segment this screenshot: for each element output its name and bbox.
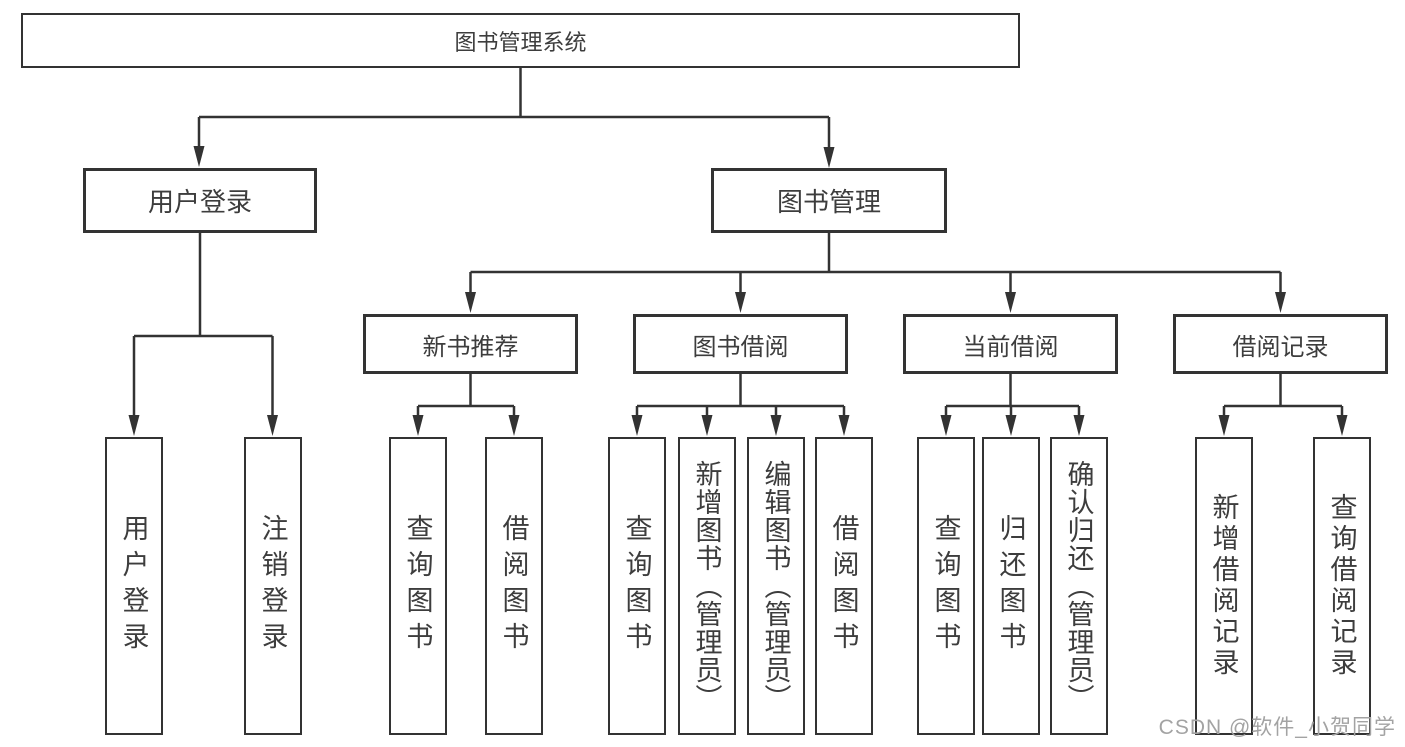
arrowhead xyxy=(1218,415,1230,436)
connector-root-to-level2 xyxy=(197,68,831,152)
node-root: 图书管理系统 xyxy=(21,13,1020,68)
node-book-borrow-label: 图书借阅 xyxy=(692,333,789,361)
arrowhead xyxy=(193,146,205,167)
leaf-return-books: 归还图书 xyxy=(982,437,1040,735)
connector-book-borrow xyxy=(635,374,846,421)
arrowhead xyxy=(823,147,835,168)
arrowhead xyxy=(412,415,424,436)
arrowhead xyxy=(631,415,643,436)
connector-current-borrow xyxy=(944,374,1081,421)
arrowhead xyxy=(838,415,850,436)
arrowhead xyxy=(940,415,952,436)
arrowhead xyxy=(735,292,746,313)
node-book-borrow: 图书借阅 xyxy=(633,314,848,374)
node-borrow-records-label: 借阅记录 xyxy=(1232,333,1329,361)
node-borrow-records: 借阅记录 xyxy=(1173,314,1388,374)
node-user-login-label: 用户登录 xyxy=(147,187,252,217)
arrowhead xyxy=(1336,415,1348,436)
leaf-search-books-borrow: 查询图书 xyxy=(608,437,666,735)
leaf-user-login: 用户登录 xyxy=(105,437,163,735)
node-user-login: 用户登录 xyxy=(83,168,317,233)
node-current-borrow-label: 当前借阅 xyxy=(962,333,1059,361)
node-new-book-recommend-label: 新书推荐 xyxy=(422,333,519,361)
arrowhead xyxy=(267,415,278,436)
node-current-borrow: 当前借阅 xyxy=(903,314,1118,374)
leaf-search-books-recommend: 查询图书 xyxy=(389,437,447,735)
connector-borrow-records xyxy=(1222,374,1344,421)
leaf-search-books-current: 查询图书 xyxy=(917,437,975,735)
arrowhead xyxy=(770,415,782,436)
arrowhead xyxy=(1005,415,1017,436)
connector-new-book-recommend xyxy=(416,374,516,421)
node-book-management-label: 图书管理 xyxy=(776,187,881,217)
leaf-borrow-books: 借阅图书 xyxy=(815,437,873,735)
leaf-confirm-return-admin: 确认归还（管理员） xyxy=(1050,437,1108,735)
leaf-add-borrow-record: 新增借阅记录 xyxy=(1195,437,1253,735)
arrowhead xyxy=(508,415,520,436)
leaf-edit-books-admin: 编辑图书（管理员） xyxy=(747,437,805,735)
csdn-watermark: CSDN @软件_小贺同学 xyxy=(1158,716,1396,739)
connector-book-management xyxy=(469,233,1282,298)
arrowhead xyxy=(465,292,476,313)
arrowhead xyxy=(128,415,140,436)
node-root-label: 图书管理系统 xyxy=(454,29,587,55)
arrowhead xyxy=(1005,292,1016,313)
leaf-borrow-books-recommend: 借阅图书 xyxy=(485,437,543,735)
arrowhead xyxy=(701,415,713,436)
leaf-search-borrow-record: 查询借阅记录 xyxy=(1313,437,1371,735)
node-new-book-recommend: 新书推荐 xyxy=(363,314,578,374)
arrowhead xyxy=(1073,415,1085,436)
leaf-add-books-admin: 新增图书（管理员） xyxy=(678,437,736,735)
leaf-logout: 注销登录 xyxy=(244,437,302,735)
arrowhead xyxy=(1275,292,1286,313)
connector-user-login xyxy=(132,233,274,421)
node-book-management: 图书管理 xyxy=(711,168,947,233)
